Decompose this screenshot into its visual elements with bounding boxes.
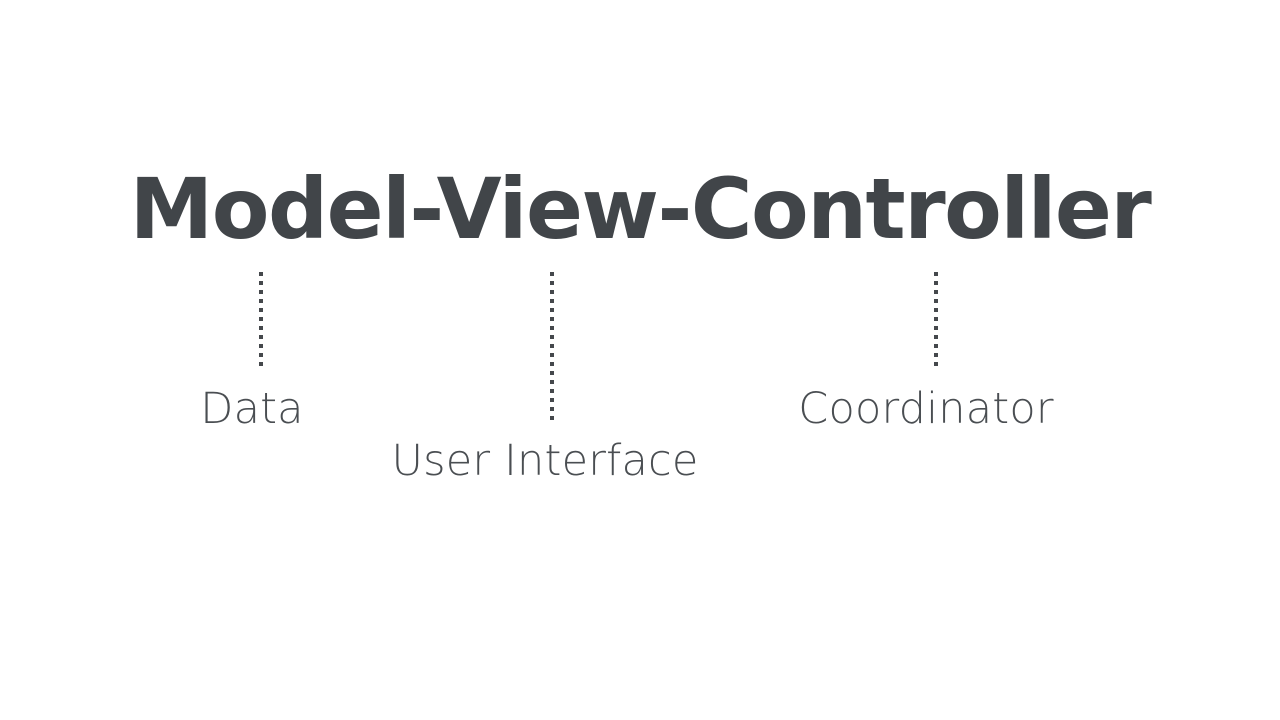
label-view-user-interface: User Interface (391, 436, 699, 486)
label-model-data: Data (200, 384, 304, 434)
page-title: Model-View-Controller (129, 160, 1152, 258)
connector-to-user-interface-icon (550, 272, 554, 420)
label-controller-coordinator: Coordinator (798, 384, 1054, 434)
connector-to-coordinator-icon (934, 272, 938, 367)
connector-to-data-icon (259, 272, 263, 367)
